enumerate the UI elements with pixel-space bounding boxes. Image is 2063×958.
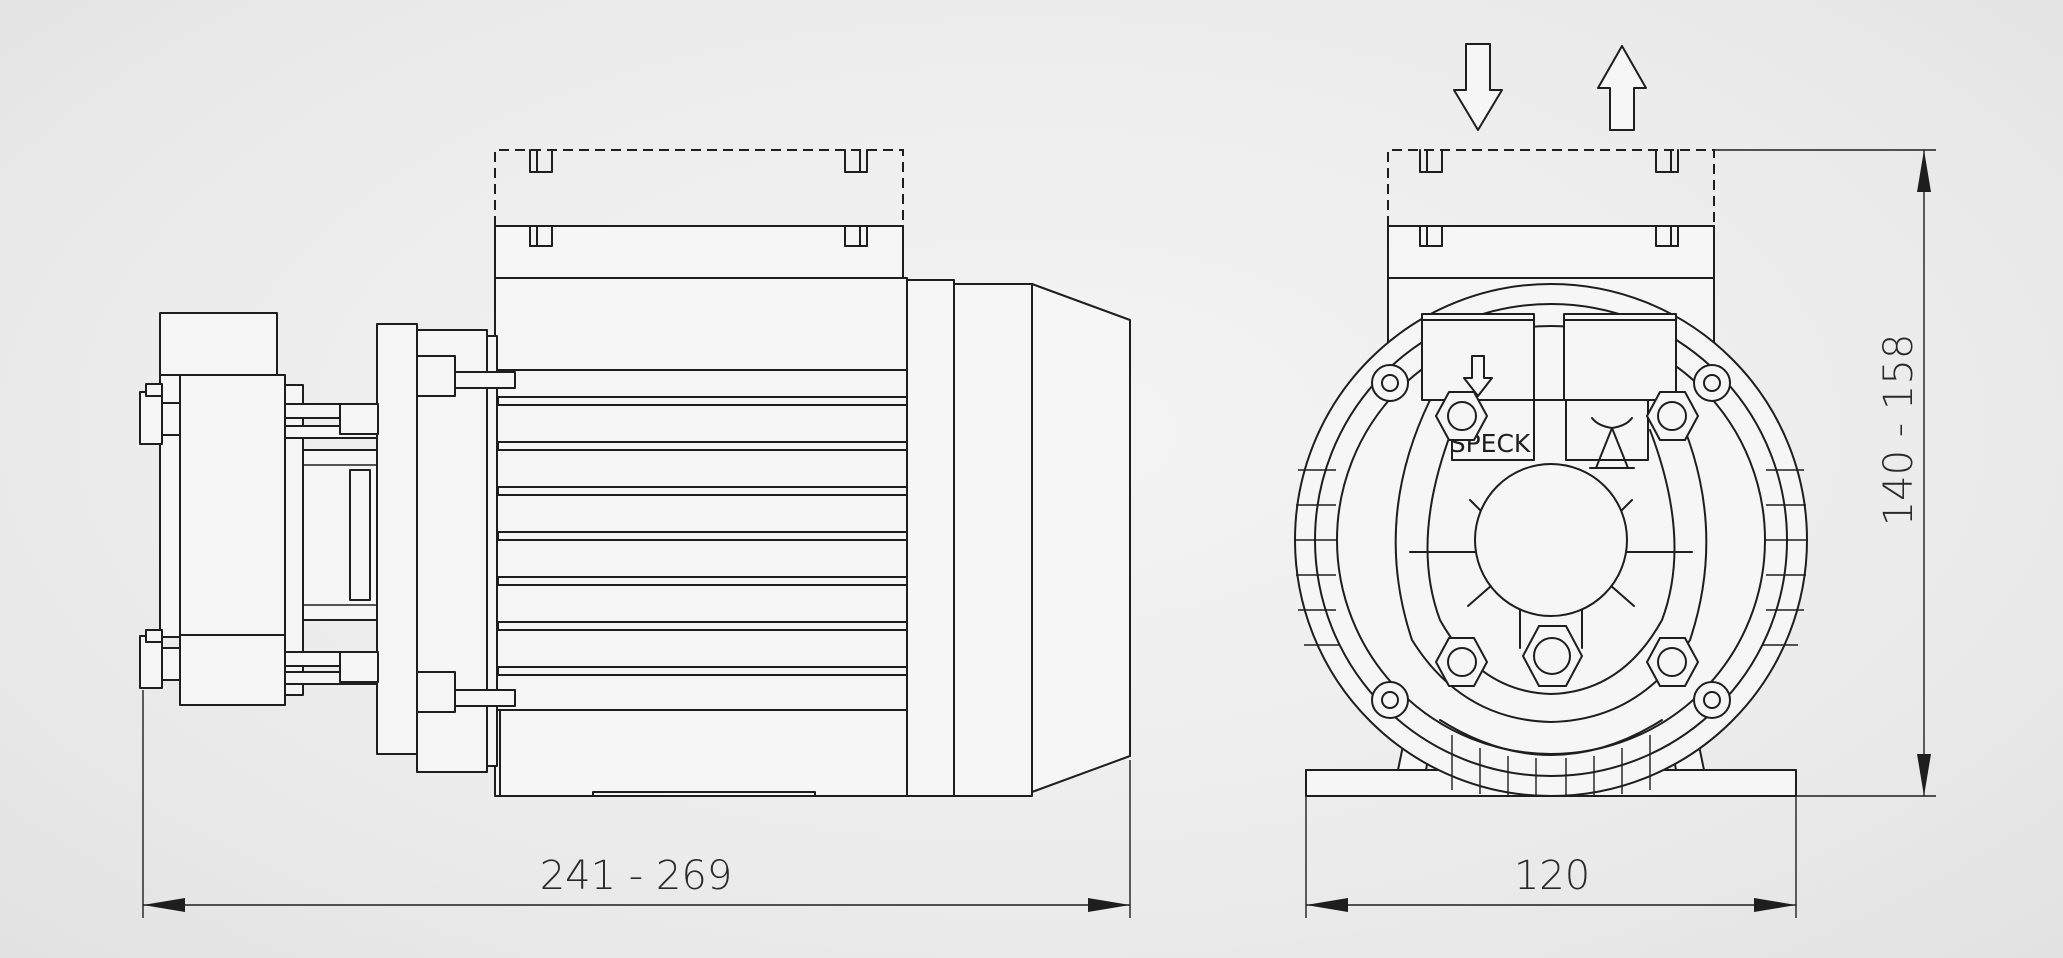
front-view: SPECK xyxy=(1294,43,1936,918)
front-port-blocks xyxy=(1421,313,1677,461)
front-mounting-ears xyxy=(1371,364,1731,719)
side-flange xyxy=(376,323,516,773)
side-fan-cover xyxy=(906,279,1131,797)
front-width-label: 120 xyxy=(1514,853,1590,899)
side-length-label: 241 - 269 xyxy=(540,853,733,899)
front-hex-bolts xyxy=(1435,391,1699,687)
brand-logo-icon xyxy=(1589,417,1635,469)
front-height-label: 140 - 158 xyxy=(1876,334,1922,527)
front-height-dimension: 140 - 158 xyxy=(1714,149,1936,797)
side-pump-head xyxy=(139,312,379,706)
arrow-up-icon xyxy=(1597,45,1647,131)
side-terminal-box xyxy=(494,149,904,279)
side-length-dimension: 241 - 269 xyxy=(142,690,1131,918)
arrow-down-icon xyxy=(1453,43,1503,131)
side-view: 241 - 269 xyxy=(139,149,1131,918)
front-central-hub xyxy=(1474,463,1628,617)
front-width-dimension: 120 xyxy=(1305,770,1797,918)
